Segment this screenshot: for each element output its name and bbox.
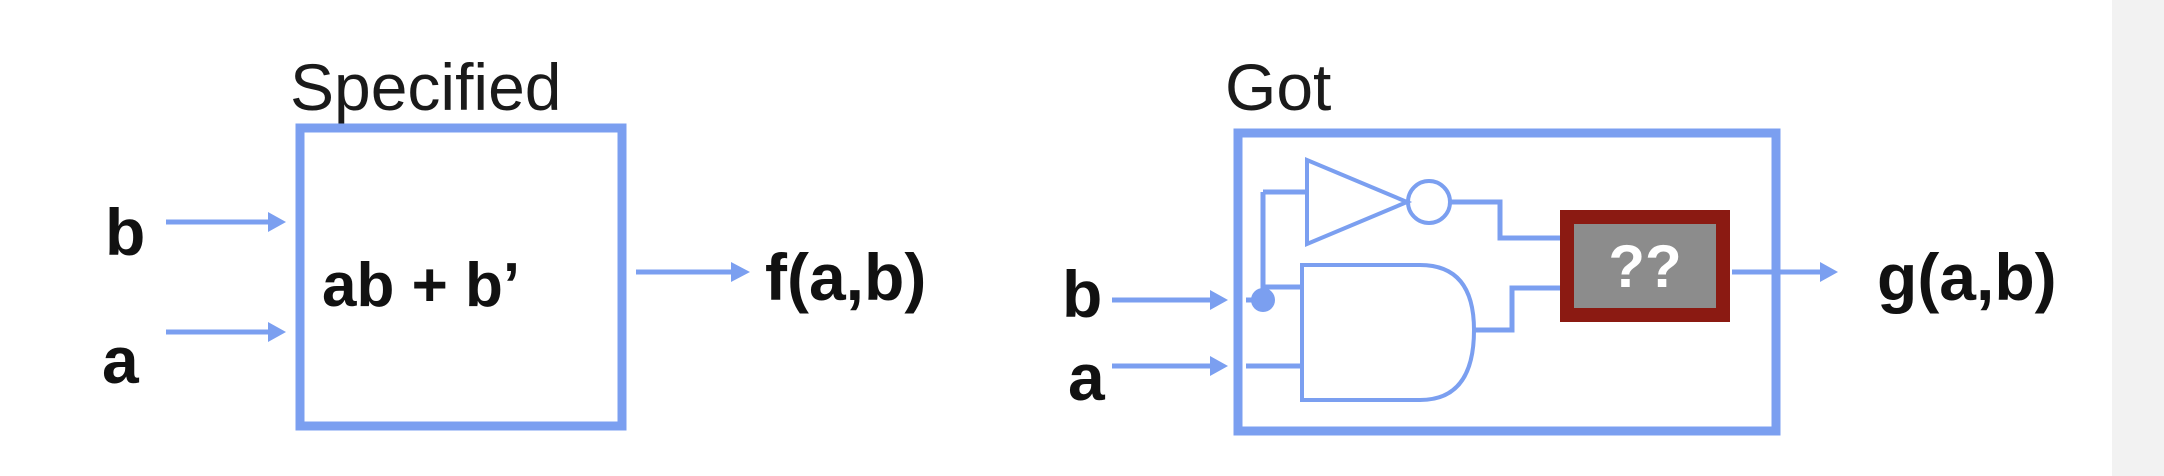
specified-output-label: f(a,b) [765, 240, 926, 314]
got-input-a-label: a [1068, 340, 1106, 414]
unknown-block-inner [1574, 224, 1716, 308]
got-input-a-arrowhead [1210, 356, 1228, 376]
got-box [1233, 128, 1781, 436]
specified-box [295, 123, 627, 431]
got-title: Got [1225, 50, 1331, 124]
specified-input-b-label: b [105, 195, 145, 269]
specified-input-a-arrowhead [268, 322, 286, 342]
not-gate-bubble [1406, 179, 1452, 225]
not-gate [1305, 156, 1413, 248]
specified-title: Specified [290, 50, 562, 124]
got-panel: Got b a ?? g(a,b) [1062, 50, 2057, 436]
and-to-unknown-wire [1474, 285, 1560, 333]
got-input-b-label: b [1062, 257, 1102, 331]
specified-input-a-label: a [102, 323, 140, 397]
and-gate [1300, 263, 1477, 402]
right-edge-shade [2112, 0, 2164, 476]
specified-expression: ab + b’ [322, 251, 520, 320]
specified-input-b-arrowhead [268, 212, 286, 232]
got-output-arrowhead [1820, 262, 1838, 282]
unknown-block-label: ?? [1608, 233, 1681, 300]
got-b-junction-dot [1251, 288, 1275, 312]
got-output-label: g(a,b) [1877, 240, 2057, 314]
not-to-unknown-wire [1450, 199, 1560, 241]
specified-output-arrowhead [731, 262, 750, 282]
specified-panel: Specified ab + b’ b a f(a,b) [102, 50, 926, 431]
got-input-b-arrowhead [1210, 290, 1228, 310]
